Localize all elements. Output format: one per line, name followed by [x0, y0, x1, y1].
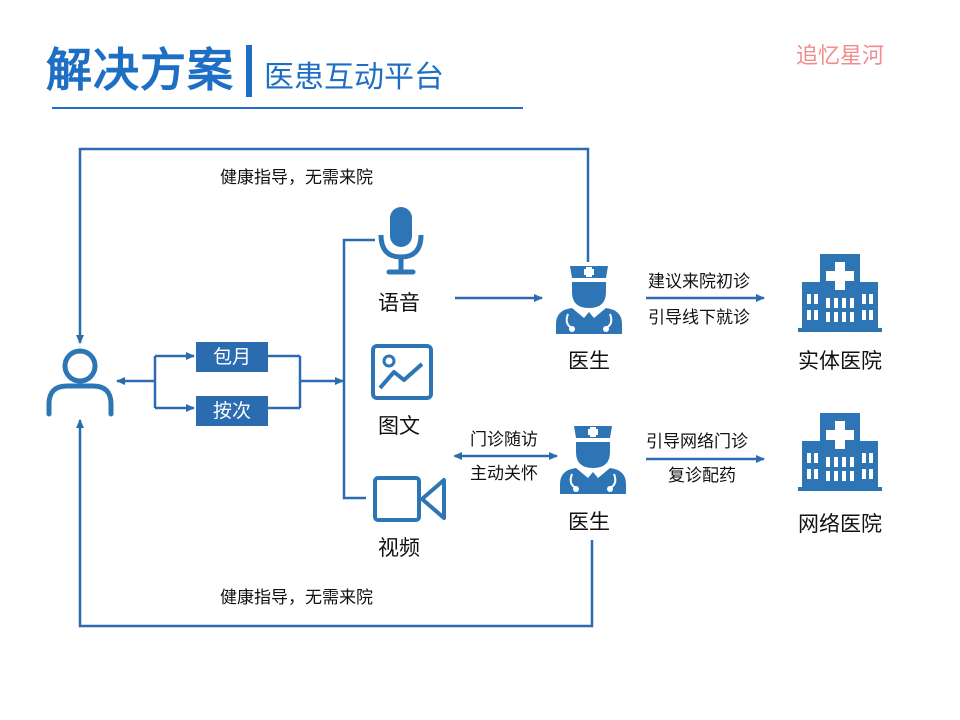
video-label: 视频 [378, 536, 420, 560]
hospital-top-label: 实体医院 [798, 349, 882, 373]
hospital-icon [798, 254, 882, 332]
video-link-label-1: 门诊随访 [470, 430, 538, 450]
bottom-arrow-label-2: 复诊配药 [668, 466, 736, 486]
page-subtitle: 医患互动平台 [264, 60, 444, 95]
video-link-label-2: 主动关怀 [470, 464, 538, 484]
tag-monthly[interactable]: 包月 [196, 342, 268, 372]
doctor-top-label: 医生 [568, 349, 610, 373]
loop-bottom-line [76, 419, 594, 628]
doctor-icon [560, 426, 626, 494]
doctor-bottom-label: 医生 [568, 510, 610, 534]
doctor-icon [556, 266, 622, 334]
title-divider [246, 45, 252, 97]
page-title: 解决方案 [46, 43, 234, 97]
top-arrow-label-2: 引导线下就诊 [648, 308, 750, 328]
image-icon [371, 344, 433, 400]
user-icon [46, 348, 114, 417]
microphone-icon [378, 207, 424, 275]
loop-top-label: 健康指导，无需来院 [220, 168, 373, 188]
title-underline [52, 107, 523, 109]
loop-bottom-label: 健康指导，无需来院 [220, 588, 373, 608]
video-camera-icon [373, 476, 446, 522]
image-text-label: 图文 [378, 414, 420, 438]
hospital-bottom-label: 网络医院 [798, 512, 882, 536]
top-arrow-label-1: 建议来院初诊 [648, 272, 750, 292]
tag-per-visit[interactable]: 按次 [196, 396, 268, 426]
loop-top-line [76, 147, 590, 344]
voice-label: 语音 [378, 291, 420, 315]
bottom-arrow-label-1: 引导网络门诊 [646, 432, 748, 452]
watermark: 追忆星河 [796, 44, 885, 69]
hospital-icon [798, 413, 882, 491]
